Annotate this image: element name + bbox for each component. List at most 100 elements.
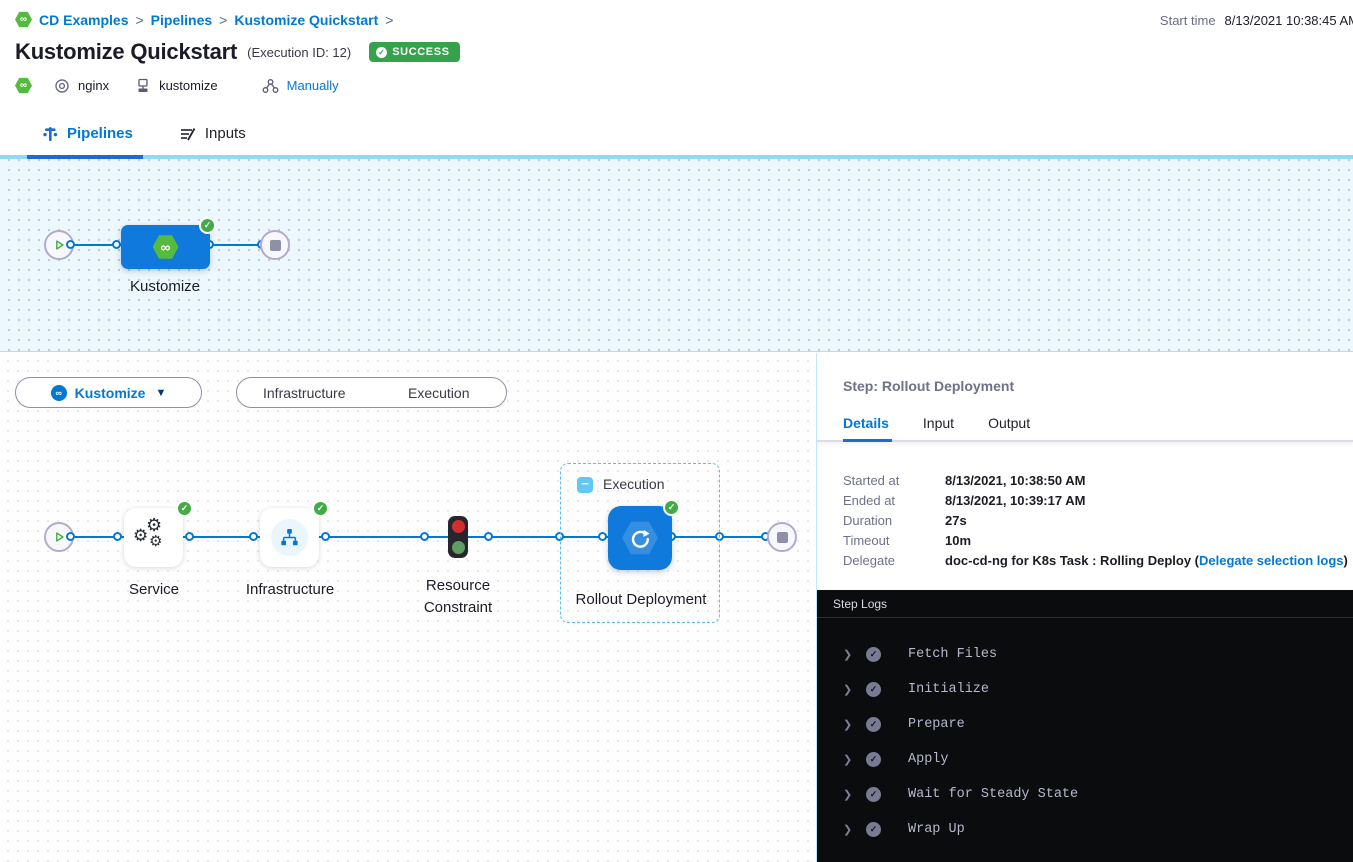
log-step-label: Initialize [908,682,990,697]
tab-details[interactable]: Details [843,415,889,431]
status-badge: ✓ SUCCESS [369,42,460,62]
log-step-label: Fetch Files [908,647,998,662]
detail-row: Timeout 10m [843,530,1343,550]
execution-canvas: ∞ Kustomize ▼ Infrastructure Execution [0,353,817,862]
connector-dot [66,532,75,541]
execution-id: (Execution ID: 12) [247,44,352,60]
rollout-label: Rollout Deployment [575,591,707,608]
log-success-check-icon: ✓ [866,822,881,837]
harness-cd-icon: ∞ [15,77,32,94]
chevron-right-icon[interactable]: ❯ [843,754,853,766]
step-panel-title: Step: Rollout Deployment [843,378,1015,394]
chevron-right-icon[interactable]: ❯ [843,684,853,696]
node-resource-constraint[interactable] [448,516,468,558]
detail-row-delegate: Delegate doc-cd-ng for K8s Task : Rollin… [843,550,1348,570]
webhook-icon [262,78,279,93]
detail-rows: Started at 8/13/2021, 10:38:50 AM Ended … [843,470,1348,570]
log-success-check-icon: ✓ [866,752,881,767]
connector-dot [420,532,429,541]
node-rollout-deployment[interactable] [608,506,672,570]
execution-section: ∞ Kustomize ▼ Infrastructure Execution [0,353,1353,862]
log-row[interactable]: ❯ ✓ Prepare [817,707,1353,742]
toggle-infrastructure[interactable]: Infrastructure [263,384,346,401]
panel-divider [817,440,1353,442]
tab-inputs[interactable]: Inputs [179,125,246,142]
success-check-icon: ✓ [176,500,193,517]
gears-icon: ⚙ ⚙ ⚙ [133,515,163,550]
page-title: Kustomize Quickstart [15,39,238,64]
log-rows: ❯ ✓ Fetch Files ❯ ✓ Initialize ❯ ✓ Prepa… [817,618,1353,847]
chevron-right-icon[interactable]: ❯ [843,649,853,661]
connector-dot [598,532,607,541]
chevron-right-icon[interactable]: ❯ [843,719,853,731]
log-step-label: Wait for Steady State [908,787,1079,802]
breadcrumb-link-cd-examples[interactable]: CD Examples [39,11,129,28]
start-time-label: Start time [1159,13,1216,28]
tab-pipelines[interactable]: Pipelines [42,125,133,142]
log-step-label: Apply [908,752,949,767]
collapse-button[interactable]: − [577,477,593,493]
trigger-link[interactable]: Manually [286,78,339,93]
log-row[interactable]: ❯ ✓ Initialize [817,672,1353,707]
tab-bar: Pipelines Inputs [0,114,1353,159]
stage-node-kustomize[interactable]: ∞ [121,225,210,269]
status-badge-label: SUCCESS [392,46,450,58]
infra-exec-toggle: Infrastructure Execution [236,377,507,408]
tab-output[interactable]: Output [988,415,1031,431]
chevron-right-icon[interactable]: ❯ [843,789,853,801]
stage-select-button[interactable]: ∞ Kustomize ▼ [15,377,202,408]
node-service[interactable]: ⚙ ⚙ ⚙ [124,508,183,567]
success-check-icon: ✓ [199,217,216,234]
tab-input[interactable]: Input [922,415,955,431]
log-row[interactable]: ❯ ✓ Wait for Steady State [817,777,1353,812]
log-success-check-icon: ✓ [866,787,881,802]
connector-dot [66,240,75,249]
end-node[interactable] [767,522,797,552]
breadcrumb-link-kustomize-quickstart[interactable]: Kustomize Quickstart [234,11,379,28]
resource-constraint-label: Resource Constraint [423,577,493,616]
execution-group: − Execution ✓ Rollout Deployment [560,463,720,623]
node-infrastructure[interactable] [260,508,319,567]
detail-label: Duration [843,512,893,528]
active-tab-underline [843,439,892,442]
rollout-refresh-icon [631,529,650,548]
connector-dot [112,240,121,249]
target-icon [55,78,69,93]
log-row[interactable]: ❯ ✓ Apply [817,742,1353,777]
toggle-execution[interactable]: Execution [408,384,470,401]
tab-bar-underline [0,155,1353,159]
breadcrumb-link-pipelines[interactable]: Pipelines [150,11,213,28]
detail-value: 8/13/2021, 10:39:17 AM [945,492,1086,508]
stop-icon [776,531,788,543]
step-details-panel: Step: Rollout Deployment Details Input O… [817,353,1353,862]
log-row[interactable]: ❯ ✓ Fetch Files [817,637,1353,672]
detail-value: 10m [945,532,972,548]
delegate-text: doc-cd-ng for K8s Task : Rolling Deploy … [945,552,1199,568]
title-row: Kustomize Quickstart (Execution ID: 12) … [15,39,460,65]
minus-icon: − [581,476,589,491]
log-step-label: Prepare [908,717,965,732]
log-row[interactable]: ❯ ✓ Wrap Up [817,812,1353,847]
stage-select-label: Kustomize [74,384,146,401]
harness-cd-icon: ∞ [50,384,67,401]
infrastructure-label: Infrastructure [245,581,335,598]
stage-canvas: ∞ ✓ Kustomize [0,159,1353,352]
chevron-right-icon[interactable]: ❯ [843,824,853,836]
detail-value: 27s [945,512,967,528]
connector-dot [555,532,564,541]
detail-row: Started at 8/13/2021, 10:38:50 AM [843,470,1343,490]
breadcrumb-separator: > [385,11,394,28]
check-icon: ✓ [376,46,388,58]
artifact-label: nginx [78,78,110,93]
start-time-value: 8/13/2021 10:38:45 AM [1224,13,1353,28]
harness-cd-icon: ∞ [15,11,32,28]
end-node[interactable] [260,230,290,260]
tags-row: ∞ nginx kustomize Manuall [15,77,339,94]
step-logs-title: Step Logs [833,596,888,611]
chevron-down-icon: ▼ [155,386,167,399]
delegate-selection-logs-link[interactable]: Delegate selection logs [1199,552,1344,568]
breadcrumb-separator: > [135,11,144,28]
detail-label: Delegate [843,552,896,568]
detail-label: Ended at [843,492,896,508]
